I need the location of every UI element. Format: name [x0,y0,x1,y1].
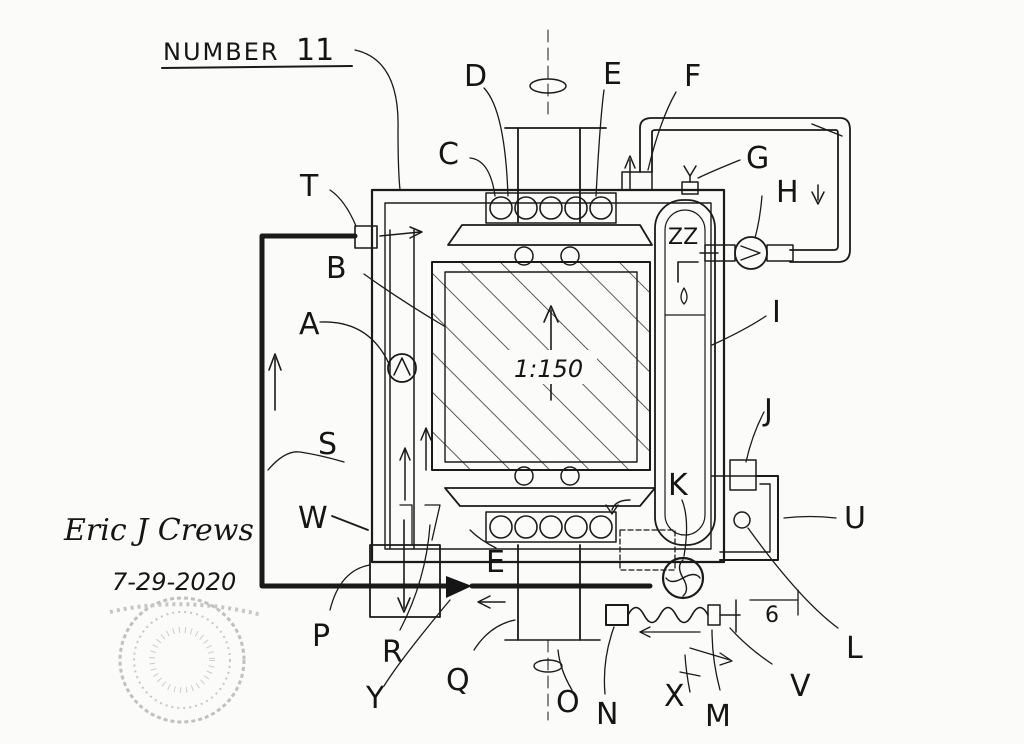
fan-icon [661,556,705,600]
inner-hatched-block: 1:150 [431,261,651,471]
label-i: I [772,295,781,330]
fan-k [605,499,705,600]
return-pipe-s [259,233,653,609]
right-tank-i: ZZ [654,199,716,546]
signature-block: Eric J Crews 7-29-2020 [63,513,254,596]
six-mark: 6 [765,603,779,628]
scale-ratio: 1:150 [514,355,583,383]
inlet-port-t [354,225,423,249]
label-v: V [790,669,811,704]
right-fittings [711,459,779,561]
label-n: N [596,697,618,732]
label-u: U [844,501,866,536]
actuator-assembly: 6 [605,589,799,677]
label-d: D [464,59,487,94]
valve-g [681,165,699,195]
droplet-icon [680,287,688,305]
label-k: K [668,468,689,503]
pump-h-icon [734,236,768,270]
seal-stamp [109,596,263,724]
reservoir-p [369,504,441,618]
label-a: A [299,307,320,342]
label-c: C [438,137,459,172]
title-prefix: NUMBER [163,38,280,66]
label-o: O [556,685,580,720]
outer-housing [370,188,726,564]
drawing-title: NUMBER 11 [161,33,353,69]
signature-date: 7-29-2020 [112,568,236,596]
top-bearing-row [485,192,617,224]
label-m: M [705,699,731,734]
label-j: J [762,393,773,428]
part-labels: A B C D E F G H I J K L M N O P Q R S T … [298,57,866,734]
label-r: R [382,635,403,670]
label-l: L [846,631,863,666]
bottom-shaft [504,544,601,721]
label-y: Y [365,681,385,716]
left-channel [387,229,432,549]
pump-h [699,236,794,270]
label-p: P [312,619,330,654]
lower-plate [444,466,656,507]
label-x: X [664,679,685,714]
label-e-top: E [603,57,622,92]
label-q: Q [446,663,470,698]
label-w: W [298,501,328,536]
overhead-pipe [621,117,851,263]
top-shaft [504,29,607,223]
label-b: B [326,251,347,286]
nozzle-y-icon [446,576,472,598]
signature: Eric J Crews [63,513,254,548]
label-g: G [746,141,769,176]
bottom-bearing-row [485,511,617,543]
spring-icon [627,606,709,624]
label-h: H [776,175,799,210]
zz-mark: ZZ [668,225,698,250]
label-e-bottom: E [486,545,505,580]
upper-plate [447,224,653,266]
leader-lines [267,49,839,695]
pump-a-icon [387,353,417,383]
label-f: F [684,59,701,94]
title-number: 11 [296,33,334,68]
label-s: S [318,427,337,462]
label-t: T [299,169,319,204]
